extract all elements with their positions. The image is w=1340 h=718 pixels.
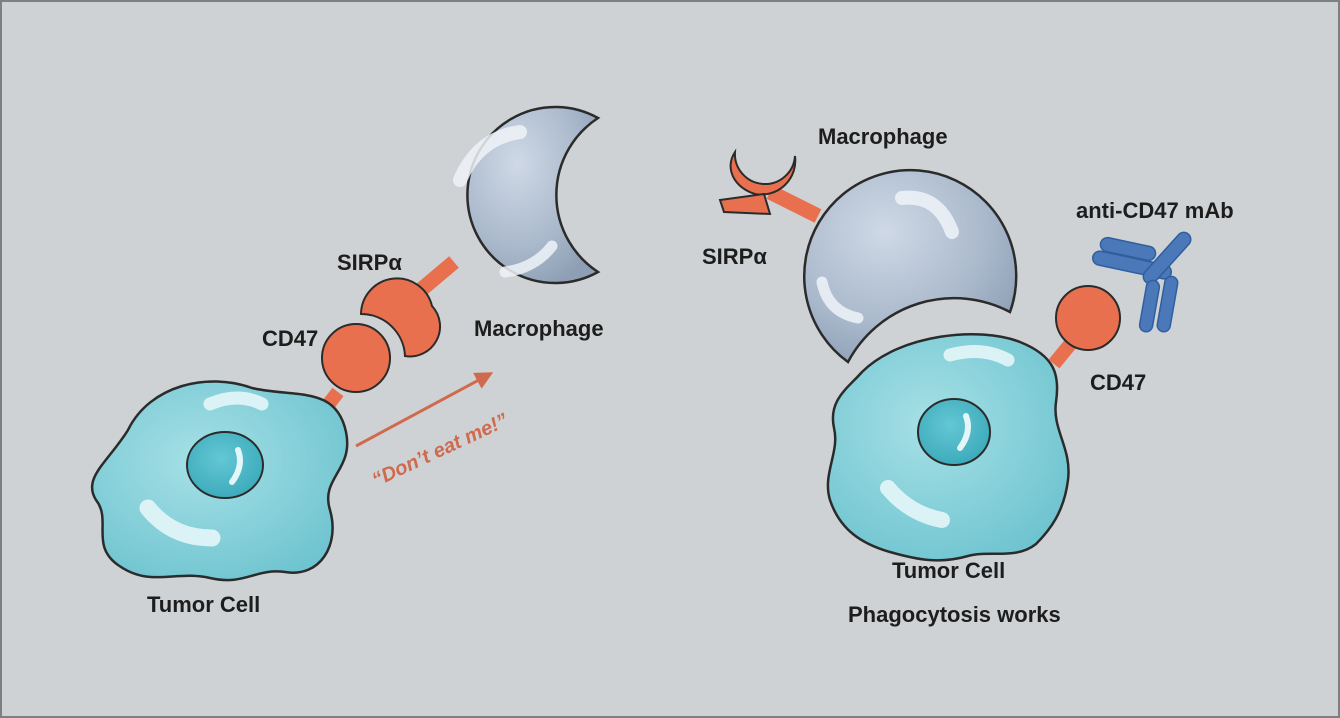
left-cd47-label: CD47 — [262, 326, 318, 351]
anti-cd47-antibody — [1091, 231, 1192, 333]
signal-arrow — [355, 372, 494, 448]
left-tumor-cell — [90, 380, 349, 582]
outcome-label: Phagocytosis works — [848, 602, 1061, 627]
left-scenario: SIRPα CD47 Macrophage Tumor Cell “Don’t … — [90, 105, 604, 617]
right-tumor-cell — [826, 333, 1070, 562]
left-macrophage-label: Macrophage — [474, 316, 604, 341]
right-cd47-label: CD47 — [1090, 370, 1146, 395]
right-macrophage-label: Macrophage — [818, 124, 948, 149]
right-scenario: Macrophage SIRPα anti-CD47 mAb CD47 Tumo… — [702, 124, 1234, 627]
left-sirp-label: SIRPα — [337, 250, 402, 275]
right-tumor-label: Tumor Cell — [892, 558, 1005, 583]
antibody-label: anti-CD47 mAb — [1076, 198, 1234, 223]
right-sirp-receptor — [718, 148, 822, 223]
right-macrophage-cell — [803, 168, 1018, 364]
left-tumor-label: Tumor Cell — [147, 592, 260, 617]
right-sirp-label: SIRPα — [702, 244, 767, 269]
left-sirp-receptor — [359, 256, 459, 358]
right-cd47-protein — [1048, 285, 1121, 369]
left-macrophage-cell — [453, 105, 601, 285]
